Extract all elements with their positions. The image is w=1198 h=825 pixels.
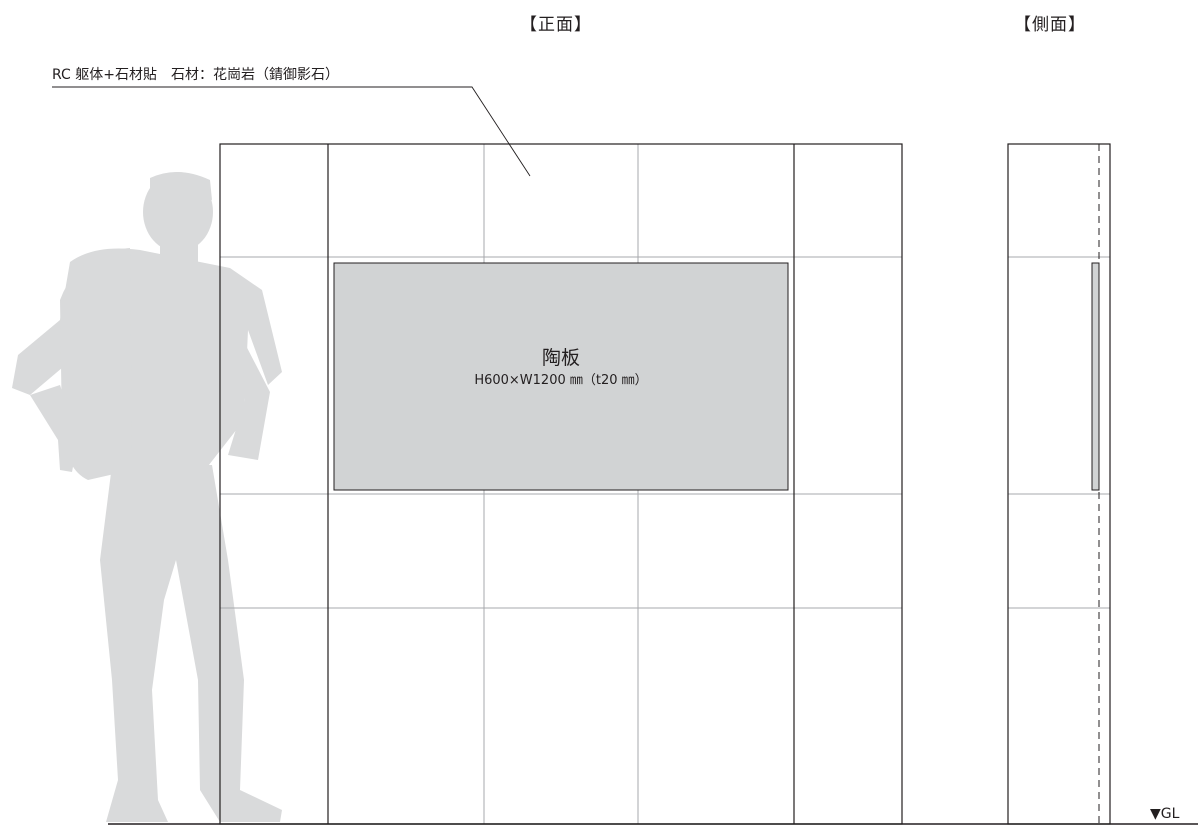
side-view-title: 【側面】 bbox=[1014, 15, 1086, 35]
material-note: RC 躯体+石材貼 石材：花崗岩（錆御影石） bbox=[52, 67, 339, 83]
front-elevation bbox=[219, 143, 903, 825]
material-leader-line bbox=[52, 86, 531, 177]
ground-level-label: ▼GL bbox=[1150, 806, 1180, 822]
side-ceramic-panel bbox=[1091, 262, 1100, 491]
ceramic-panel-label: 陶板 H600×W1200 ㎜（t20 ㎜） bbox=[336, 345, 786, 391]
human-scale-figure bbox=[12, 171, 282, 822]
ceramic-panel-size: H600×W1200 ㎜（t20 ㎜） bbox=[474, 373, 648, 388]
ceramic-panel bbox=[333, 262, 789, 491]
front-view-title: 【正面】 bbox=[520, 15, 592, 35]
side-elevation bbox=[1007, 143, 1111, 825]
ceramic-panel-name: 陶板 bbox=[541, 347, 580, 369]
